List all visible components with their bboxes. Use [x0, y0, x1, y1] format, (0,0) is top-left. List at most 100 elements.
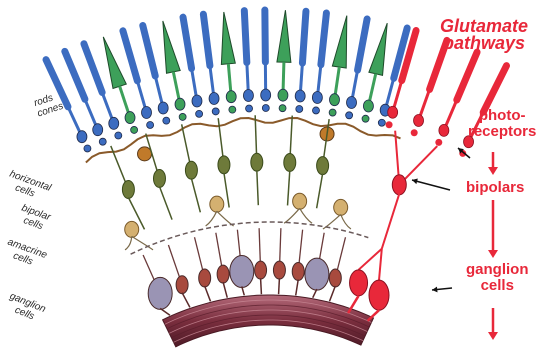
glutamate-photoreceptor-terminal [386, 121, 393, 128]
glutamate-photoreceptor-nucleus [414, 115, 424, 127]
rod-outer-segment [183, 17, 192, 68]
bipolar-axon [317, 174, 323, 209]
ganglion-cell-small [176, 276, 188, 294]
photoreceptor-terminal [362, 115, 369, 122]
photoreceptor-terminal [115, 132, 122, 139]
photoreceptor-terminal [131, 126, 138, 133]
photoreceptor-nucleus [329, 94, 339, 106]
amacrine-cell-body [334, 199, 348, 215]
rod-cell [84, 44, 122, 139]
glutamate-photoreceptor-segment [457, 52, 477, 100]
amacrine-process [284, 208, 312, 223]
glutamate-photoreceptor-terminal [411, 129, 418, 136]
photoreceptor-terminal [212, 108, 219, 115]
photoreceptor-terminal [329, 109, 336, 116]
arrow-bipolars-head [412, 179, 418, 185]
photoreceptor-nucleus [243, 90, 253, 102]
title-line-pathways: pathways [440, 35, 528, 52]
rod-outer-segment [65, 51, 85, 99]
ganglion-cell-large [148, 277, 172, 309]
amacrine-process [206, 211, 234, 226]
photoreceptor-nucleus [109, 117, 119, 129]
ganglion-axon [160, 308, 170, 315]
rod-outer-segment [302, 11, 306, 63]
cone-outer-segment [332, 16, 346, 68]
ganglion-cell-large [305, 258, 329, 290]
rod-cell [183, 17, 203, 117]
cone-cell [221, 12, 236, 113]
glutamate-photoreceptor-nucleus [388, 106, 398, 118]
glutamate-ganglion-dendrite [379, 249, 382, 280]
glutamate-photoreceptor-nucleus [439, 124, 449, 136]
bipolar-axon [224, 173, 229, 208]
photoreceptor-terminal [312, 107, 319, 114]
cone-outer-segment [103, 37, 126, 89]
rod-cell [261, 10, 271, 111]
amacrine-process [125, 236, 153, 249]
label-cells-right: cells [466, 278, 529, 294]
bipolar-cell-body [122, 181, 134, 199]
rod-outer-segment [203, 14, 210, 66]
photoreceptor-nucleus [363, 100, 373, 112]
rod-outer-segment [123, 31, 137, 81]
arrow-bipolars [412, 180, 450, 190]
ganglion-cell-small [217, 265, 229, 283]
rod-cell [243, 11, 253, 112]
pointer-arrows [412, 148, 498, 340]
glutamate-ganglion-body [369, 280, 389, 310]
photoreceptor-terminal [196, 110, 203, 117]
photoreceptor-nucleus [175, 98, 185, 110]
rod-cell [203, 14, 219, 115]
rod-outer-segment [265, 10, 266, 62]
photoreceptor-nucleus [77, 131, 87, 143]
glutamate-bipolar-axon [382, 194, 399, 249]
rod-outer-segment [321, 13, 327, 65]
glutamate-photoreceptor-terminal [435, 139, 442, 146]
amacrine-cell-body [293, 193, 307, 209]
photoreceptor-nucleus [347, 97, 357, 109]
nerve-band [163, 295, 374, 347]
bipolar-axon [257, 170, 259, 205]
red-arrow-out-head [488, 332, 498, 340]
ganglion-cell-small [273, 261, 285, 279]
glutamate-ganglion-dendrite [359, 249, 382, 270]
ganglion-cell-small [292, 262, 304, 280]
ganglion-axon [296, 279, 299, 295]
bipolar-cell-body [218, 156, 230, 174]
label-ganglion-right: ganglion [466, 262, 529, 278]
bipolar-cell-body [284, 154, 296, 172]
label-photoreceptors: photo- receptors [468, 108, 536, 140]
ganglion-axon [261, 278, 262, 294]
rod-outer-segment [84, 44, 102, 93]
ganglion-axon [279, 278, 280, 294]
amacrine-cell-body [125, 221, 139, 237]
horizontal-cell-body [138, 147, 152, 161]
photoreceptor-nucleus [192, 95, 202, 107]
bipolar-cell-body [317, 157, 329, 175]
cone-outer-segment [163, 21, 180, 73]
photoreceptor-terminal [229, 106, 236, 113]
photoreceptor-nucleus [295, 90, 305, 102]
photoreceptor-nucleus [142, 106, 152, 118]
rod-outer-segment [244, 11, 247, 63]
label-receptors: receptors [468, 124, 536, 140]
photoreceptor-nucleus [125, 112, 135, 124]
ganglion-cell-small [255, 261, 267, 279]
glutamate-ganglion-body [350, 270, 368, 296]
photoreceptor-terminal [147, 121, 154, 128]
photoreceptor-terminal [296, 105, 303, 112]
amacrine-cell-body [210, 196, 224, 212]
rod-cell [295, 11, 306, 112]
ganglion-cell-small [329, 269, 341, 287]
photoreceptor-layer [46, 10, 407, 152]
ganglion-axon [330, 286, 336, 301]
cone-cell [329, 16, 347, 116]
photoreceptor-terminal [378, 119, 385, 126]
photoreceptor-terminal [279, 105, 286, 112]
photoreceptor-nucleus [209, 93, 219, 105]
cone-cell [277, 10, 291, 111]
photoreceptor-nucleus [158, 102, 168, 114]
arrow-ganglion-head [432, 287, 438, 293]
ganglion-axon [205, 286, 211, 301]
